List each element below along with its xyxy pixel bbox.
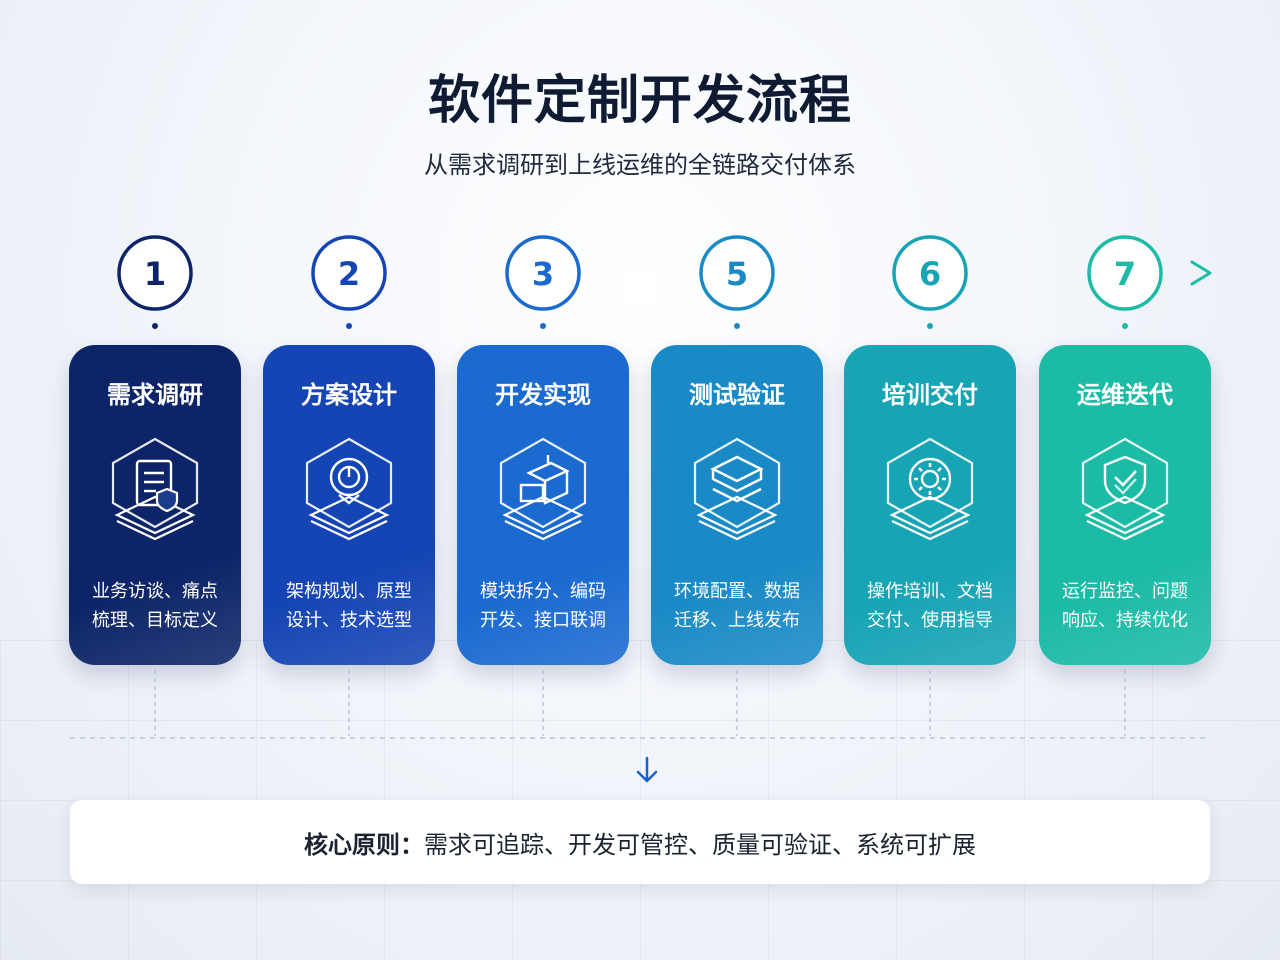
step-desc-line: 架构规划、原型 [286, 581, 412, 602]
step-desc-line: 开发、接口联调 [480, 610, 606, 631]
shield-check-icon [1075, 433, 1175, 543]
step-description: 操作培训、文档交付、使用指导 [844, 577, 1016, 635]
step-desc-line: 梳理、目标定义 [92, 610, 218, 631]
step-desc-line: 迁移、上线发布 [674, 610, 800, 631]
step-description: 模块拆分、编码开发、接口联调 [457, 577, 629, 635]
step-title: 需求调研 [107, 381, 203, 409]
step-card-5: 测试验证环境配置、数据迁移、上线发布 [651, 345, 823, 665]
connector-dot [927, 323, 933, 329]
step-card-6: 培训交付操作培训、文档交付、使用指导 [844, 345, 1016, 665]
step-node-7: 7 [1087, 235, 1163, 329]
step-node-6: 6 [892, 235, 968, 329]
step-title: 培训交付 [882, 381, 978, 409]
step-desc-line: 环境配置、数据 [674, 581, 800, 602]
arrow-down-icon [636, 756, 658, 783]
connector-dot [1122, 323, 1128, 329]
connector-dot [540, 323, 546, 329]
arrow-right-icon [1190, 260, 1212, 286]
code-build-icon [493, 433, 593, 543]
step-card-1: 需求调研业务访谈、痛点梳理、目标定义 [69, 345, 241, 665]
step-number: 3 [532, 255, 554, 293]
step-description: 环境配置、数据迁移、上线发布 [651, 577, 823, 635]
step-card-3: 开发实现模块拆分、编码开发、接口联调 [457, 345, 629, 665]
step-title: 测试验证 [689, 381, 785, 409]
step-desc-line: 交付、使用指导 [867, 610, 993, 631]
page-subtitle: 从需求调研到上线运维的全链路交付体系 [424, 151, 856, 179]
step-description: 业务访谈、痛点梳理、目标定义 [69, 577, 241, 635]
core-principle-box: 核心原则： 需求可追踪、开发可管控、质量可验证、系统可扩展 [70, 800, 1210, 884]
step-title: 方案设计 [301, 381, 397, 409]
step-card-2: 方案设计架构规划、原型设计、技术选型 [263, 345, 435, 665]
step-desc-line: 模块拆分、编码 [480, 581, 606, 602]
step-title: 开发实现 [495, 381, 591, 409]
step-node-5: 5 [699, 235, 775, 329]
step-desc-line: 业务访谈、痛点 [92, 581, 218, 602]
step-desc-line: 操作培训、文档 [867, 581, 993, 602]
step-description: 运行监控、问题响应、持续优化 [1039, 577, 1211, 635]
step-title: 运维迭代 [1077, 381, 1173, 409]
step-node-2: 2 [311, 235, 387, 329]
guide-lines [70, 670, 1210, 739]
connector-dot [346, 323, 352, 329]
timeline: 1 2 3 5 6 7 [70, 235, 1212, 329]
step-card-7: 运维迭代运行监控、问题响应、持续优化 [1039, 345, 1211, 665]
power-target-icon [299, 433, 399, 543]
step-number: 2 [338, 255, 360, 293]
principle-text: 需求可追踪、开发可管控、质量可验证、系统可扩展 [424, 830, 976, 859]
gear-icon [880, 433, 980, 543]
document-shield-icon [105, 433, 205, 543]
connector-dot [734, 323, 740, 329]
step-desc-line: 运行监控、问题 [1062, 581, 1188, 602]
step-number: 1 [144, 255, 166, 293]
step-node-1: 1 [117, 235, 193, 329]
connector-dot [152, 323, 158, 329]
step-number: 7 [1114, 255, 1136, 293]
step-desc-line: 设计、技术选型 [286, 610, 412, 631]
step-desc-line: 响应、持续优化 [1062, 610, 1188, 631]
principle-label: 核心原则： [304, 830, 424, 859]
step-description: 架构规划、原型设计、技术选型 [263, 577, 435, 635]
step-number: 6 [919, 255, 941, 293]
step-number: 5 [726, 255, 748, 293]
step-node-3: 3 [505, 235, 581, 329]
page-title: 软件定制开发流程 [427, 71, 852, 131]
layers-stack-icon [687, 433, 787, 543]
